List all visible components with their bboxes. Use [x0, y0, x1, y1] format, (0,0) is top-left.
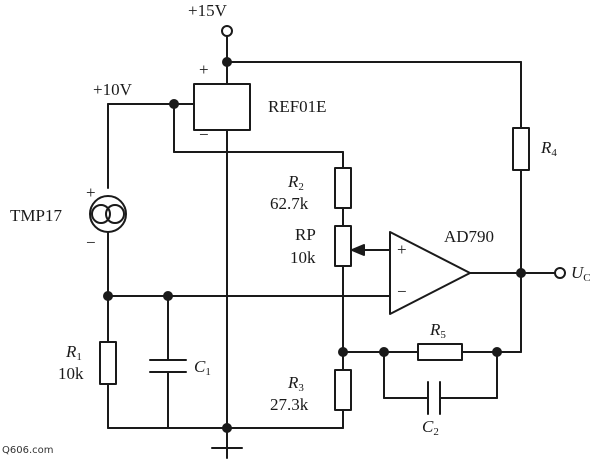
label-c1: C1 [194, 357, 211, 378]
terminal-uc [554, 267, 566, 279]
supply-10v-wires [107, 103, 344, 189]
ref01e-block [193, 83, 251, 131]
label-ref01e: REF01E [268, 97, 327, 116]
resistor-r2 [334, 167, 352, 209]
wiper-arrow [351, 244, 391, 256]
ref-minus-sign: − [199, 125, 209, 144]
capacitor-c1 [149, 359, 187, 373]
tmp17-source [89, 195, 127, 297]
ad790-comparator [389, 231, 471, 315]
label-uc: UC [571, 263, 591, 284]
junction-dot [516, 268, 526, 278]
label-rp-value: 10k [290, 248, 316, 267]
label-tmp17: TMP17 [10, 206, 62, 225]
label-15v: +15V [188, 1, 227, 20]
label-r2: R2 [288, 172, 304, 193]
label-rp: RP [295, 225, 316, 244]
junction-dot [492, 347, 502, 357]
label-r1: R1 [66, 342, 82, 363]
watermark-text: Q606.com [2, 445, 54, 456]
tmp17-plus-sign: + [86, 183, 96, 202]
junction-dot [103, 291, 113, 301]
terminal-15v [221, 25, 233, 37]
label-r2-value: 62.7k [270, 194, 309, 213]
resistor-r5 [417, 343, 463, 361]
capacitor-c2 [427, 381, 441, 415]
resistor-r4 [512, 127, 530, 171]
supply-15v-wires [226, 35, 522, 353]
junction-dot [169, 99, 179, 109]
label-r4: R4 [541, 138, 557, 159]
label-r3-value: 27.3k [270, 395, 309, 414]
resistor-r3 [334, 369, 352, 411]
label-10v: +10V [93, 80, 132, 99]
label-ad790: AD790 [444, 227, 495, 246]
resistor-r1 [99, 341, 117, 385]
junction-dot [163, 291, 173, 301]
ref-plus-sign: + [199, 60, 209, 79]
label-r5: R5 [430, 320, 446, 341]
opamp-plus-sign: + [397, 240, 407, 259]
tmp17-minus-sign: − [86, 233, 96, 252]
junction-dot [222, 423, 232, 433]
potentiometer-rp [334, 225, 352, 267]
junction-dot [379, 347, 389, 357]
junction-dot [222, 57, 232, 67]
label-r3: R3 [288, 373, 304, 394]
opamp-minus-sign: − [397, 282, 407, 301]
label-c2: C2 [422, 417, 439, 438]
label-r1-value: 10k [58, 364, 84, 383]
